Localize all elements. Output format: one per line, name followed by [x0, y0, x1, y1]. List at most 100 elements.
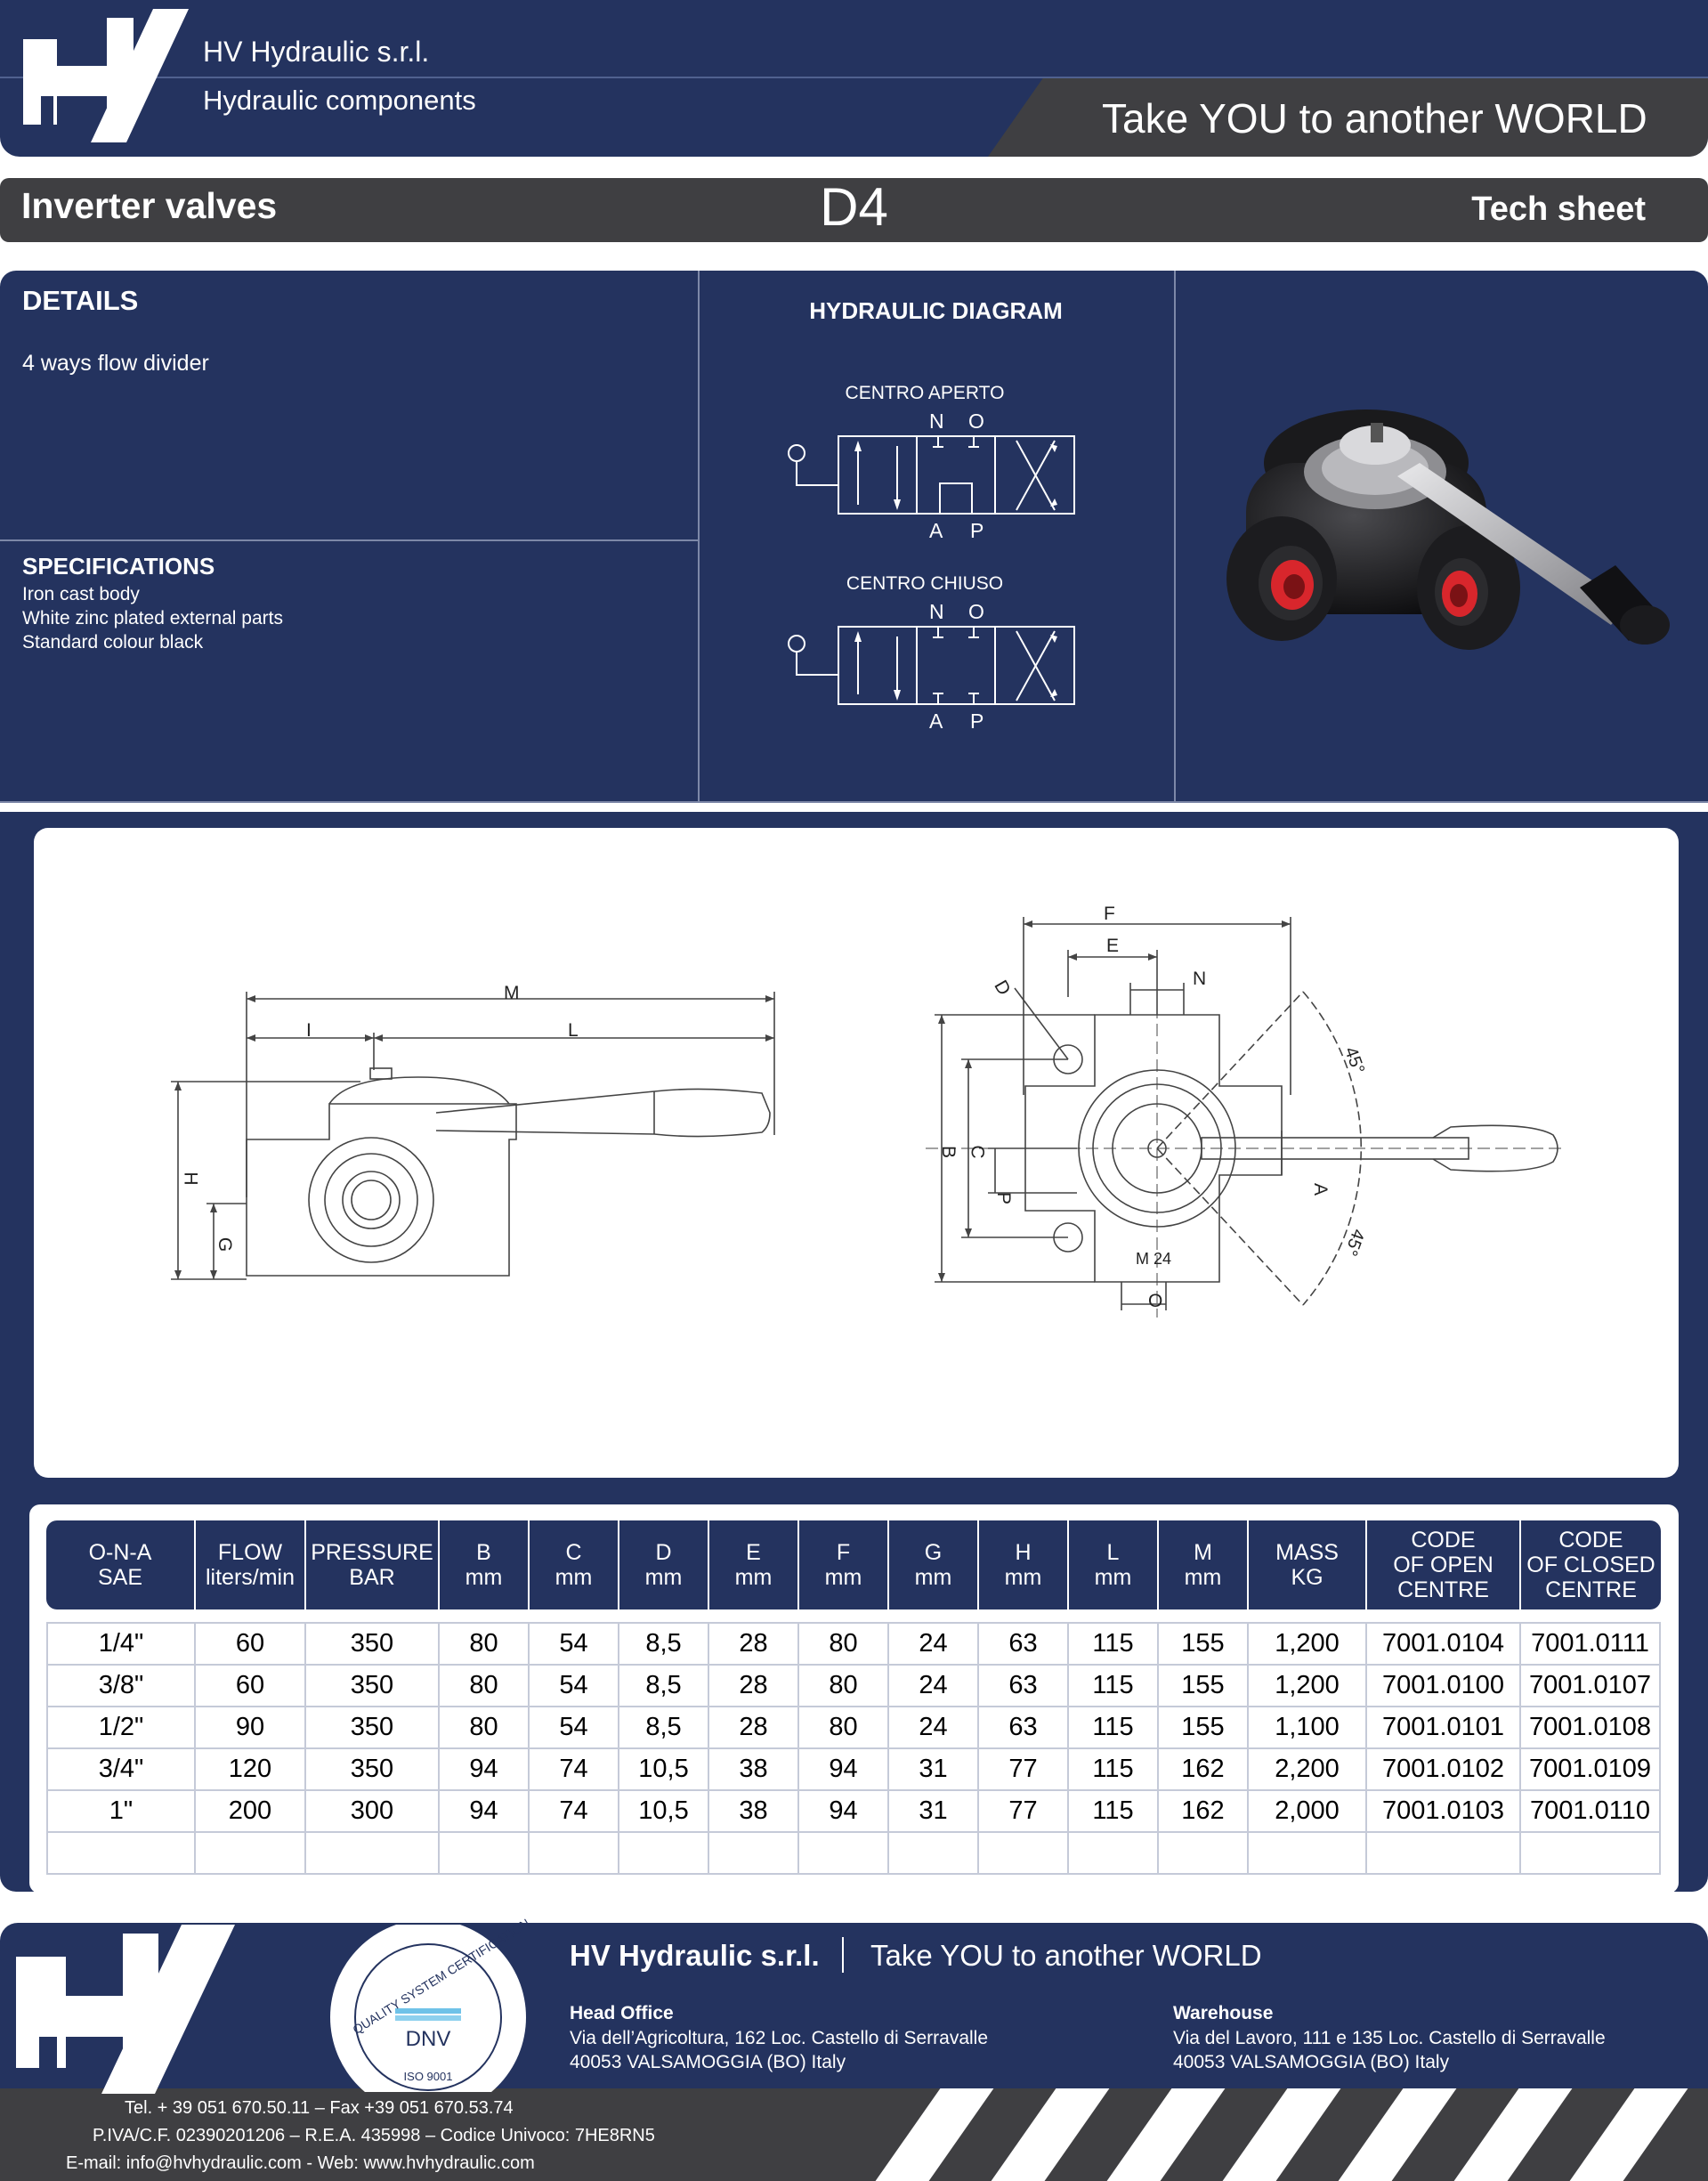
- table-cell: 3/8": [46, 1666, 196, 1707]
- table-cell: 38: [709, 1791, 799, 1833]
- footer-tagline: Take YOU to another WORLD: [870, 1939, 1262, 1972]
- table-cell: 63: [979, 1707, 1069, 1749]
- table-cell: 74: [530, 1749, 619, 1791]
- table-cell: 2,200: [1249, 1749, 1367, 1791]
- table-cell: [709, 1833, 799, 1875]
- technical-drawing-area: [34, 828, 1679, 1478]
- spec-item: Standard colour black: [22, 632, 204, 653]
- table-cell: 60: [196, 1622, 306, 1666]
- table-cell: [1367, 1833, 1521, 1875]
- port-a-label: A: [929, 519, 943, 542]
- table-cell: 31: [889, 1749, 979, 1791]
- dim-label-b: B: [938, 1145, 959, 1159]
- table-cell: [1069, 1833, 1159, 1875]
- divider: [0, 539, 698, 541]
- product-category: Inverter valves: [21, 185, 278, 226]
- table-cell: 63: [979, 1622, 1069, 1666]
- dim-label-m: M: [504, 983, 520, 1003]
- header-subtitle: Hydraulic components: [203, 85, 476, 116]
- table-cell: 1/4": [46, 1622, 196, 1666]
- table-cell: 80: [440, 1622, 530, 1666]
- table-cell: 7001.0110: [1521, 1791, 1661, 1833]
- open-centre-symbol: [788, 435, 1075, 515]
- port-o-label: O: [968, 409, 984, 433]
- table-cell: 31: [889, 1791, 979, 1833]
- page-header: [0, 0, 1708, 157]
- closed-centre-label: CENTRO CHIUSO: [846, 573, 1004, 594]
- dnv-certification-badge: [330, 1925, 526, 2092]
- table-cell: 24: [889, 1707, 979, 1749]
- table-cell: 1,200: [1249, 1666, 1367, 1707]
- table-cell: 7001.0108: [1521, 1707, 1661, 1749]
- table-cell: 7001.0107: [1521, 1666, 1661, 1707]
- details-heading: DETAILS: [22, 285, 139, 316]
- port-p-label: P: [970, 709, 984, 733]
- header-tagline: Take YOU to another WORLD: [1102, 95, 1647, 142]
- table-cell: 155: [1159, 1707, 1249, 1749]
- dim-label-o: O: [1148, 1291, 1163, 1311]
- table-cell: 7001.0104: [1367, 1622, 1521, 1666]
- table-cell: 77: [979, 1749, 1069, 1791]
- table-cell: 350: [306, 1622, 440, 1666]
- dim-label-c: C: [967, 1145, 988, 1159]
- warehouse-title: Warehouse: [1173, 2003, 1274, 2023]
- table-cell: 54: [530, 1707, 619, 1749]
- port-n-label: N: [929, 600, 944, 623]
- table-cell: [1159, 1833, 1249, 1875]
- product-model: D4: [820, 177, 888, 237]
- table-cell: 8,5: [619, 1666, 709, 1707]
- table-cell: 7001.0101: [1367, 1707, 1521, 1749]
- table-row: [46, 1833, 1661, 1875]
- table-cell: 300: [306, 1791, 440, 1833]
- table-cell: 162: [1159, 1749, 1249, 1791]
- table-cell: 10,5: [619, 1791, 709, 1833]
- table-cell: 120: [196, 1749, 306, 1791]
- table-cell: 77: [979, 1791, 1069, 1833]
- port-n-label: N: [929, 409, 944, 433]
- table-cell: [979, 1833, 1069, 1875]
- table-cell: 28: [709, 1622, 799, 1666]
- table-cell: 350: [306, 1666, 440, 1707]
- table-cell: 115: [1069, 1749, 1159, 1791]
- table-cell: 24: [889, 1622, 979, 1666]
- dim-label-e: E: [1106, 936, 1120, 956]
- table-cell: 80: [799, 1707, 889, 1749]
- top-view-drawing: [926, 917, 1566, 1318]
- table-cell: 24: [889, 1666, 979, 1707]
- footer-separator: [842, 1937, 844, 1973]
- thread-label: M 24: [1136, 1250, 1172, 1268]
- table-cell: 3/4": [46, 1749, 196, 1791]
- table-cell: 155: [1159, 1622, 1249, 1666]
- specifications-list: Iron cast body White zinc plated externa…: [22, 582, 283, 654]
- table-cell: 94: [440, 1791, 530, 1833]
- table-cell: 200: [196, 1791, 306, 1833]
- footer-stripe-band: [0, 2088, 1708, 2181]
- table-cell: [440, 1833, 530, 1875]
- table-cell: 2,000: [1249, 1791, 1367, 1833]
- footer-contact: E-mail: info@hvhydraulic.com - Web: www.…: [66, 2153, 535, 2173]
- dim-label-f: F: [1104, 904, 1115, 924]
- table-cell: 54: [530, 1622, 619, 1666]
- footer-company-logo: [16, 1925, 235, 2094]
- dim-label-l: L: [568, 1020, 579, 1041]
- dim-label-p: P: [993, 1191, 1015, 1205]
- table-cell: [619, 1833, 709, 1875]
- hydraulic-diagram-heading: HYDRAULIC DIAGRAM: [809, 297, 1063, 324]
- table-cell: 350: [306, 1707, 440, 1749]
- table-cell: [799, 1833, 889, 1875]
- specifications-heading: SPECIFICATIONS: [22, 553, 215, 580]
- side-view-drawing: [171, 992, 775, 1280]
- table-cell: 60: [196, 1666, 306, 1707]
- dim-label-a: A: [1310, 1182, 1332, 1196]
- table-cell: 28: [709, 1707, 799, 1749]
- table-cell: 115: [1069, 1791, 1159, 1833]
- table-cell: 8,5: [619, 1622, 709, 1666]
